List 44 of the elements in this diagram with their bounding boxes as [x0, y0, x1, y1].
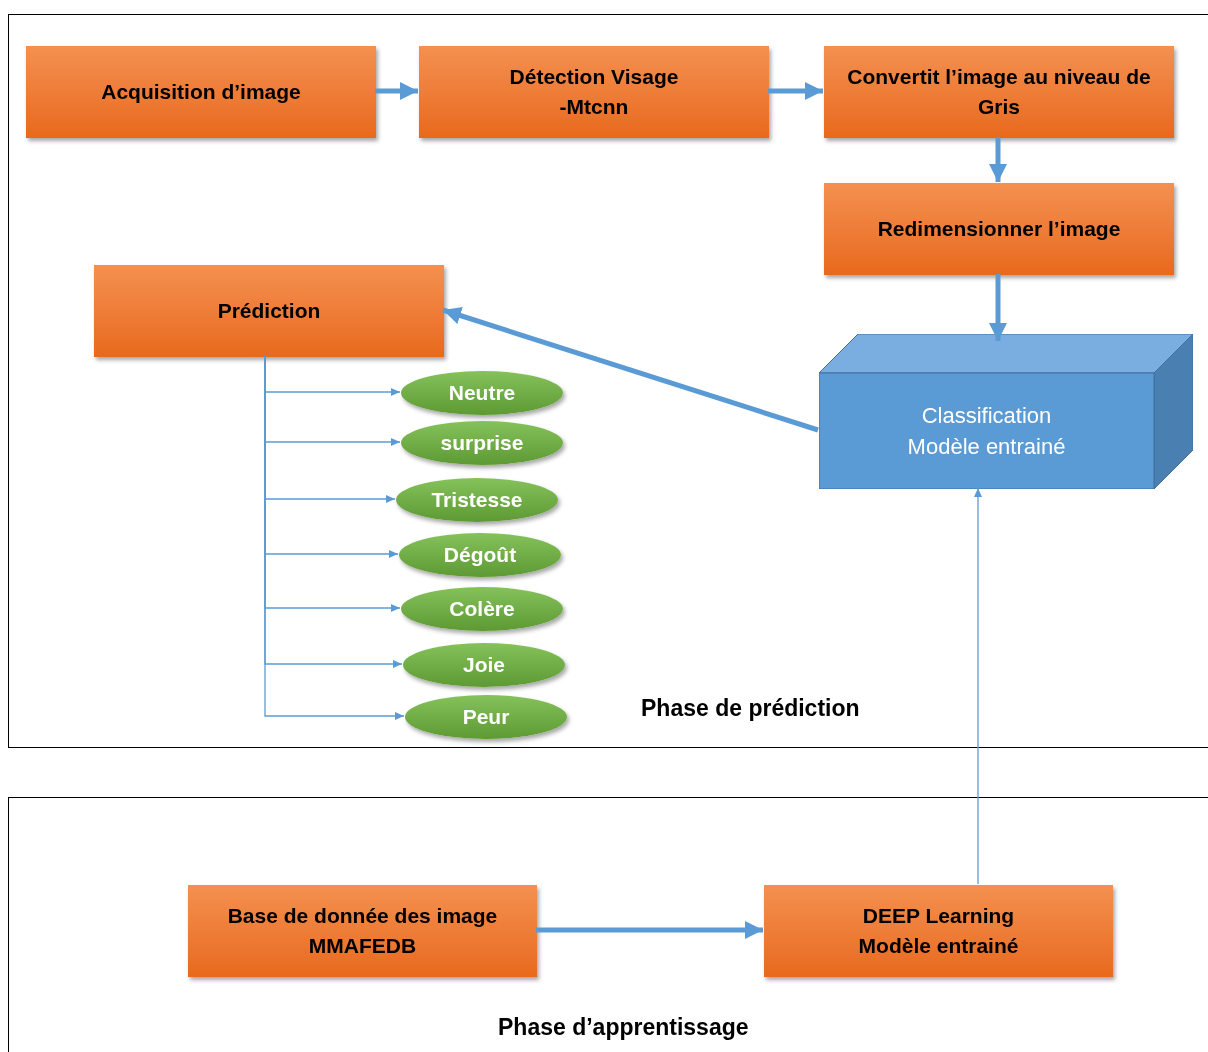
node-text: Prédiction — [217, 298, 321, 324]
node-text: Modèle entrainé — [858, 933, 1019, 959]
emotion-ellipse — [401, 371, 563, 415]
node-text: Acquisition d’image — [101, 79, 301, 105]
arrow — [989, 137, 1007, 182]
node-text: Tristesse — [431, 487, 523, 514]
node-text: MMAFEDB — [308, 933, 417, 959]
node-text: Colère — [449, 596, 515, 623]
phase-frame — [8, 14, 1208, 748]
process-box — [764, 885, 1113, 977]
arrow — [536, 921, 763, 939]
node-text: Neutre — [448, 380, 516, 407]
node-text: Modèle entrainé — [907, 433, 1066, 461]
node-text: Détection Visage — [509, 64, 679, 90]
process-box — [188, 885, 537, 977]
node-text: DEEP Learning — [862, 903, 1015, 929]
emotion-ellipse — [401, 421, 563, 465]
arrow — [768, 82, 823, 100]
node-text: Classification — [921, 402, 1052, 430]
emotion-ellipse — [399, 533, 561, 577]
process-box — [26, 46, 376, 138]
node-text: Joie — [463, 652, 505, 679]
phase-title: Phase d’apprentissage — [498, 1013, 749, 1042]
process-box — [824, 183, 1174, 275]
node-text: Peur — [462, 704, 510, 731]
emotion-ellipse — [405, 695, 567, 739]
process-box — [94, 265, 444, 357]
node-text: -Mtcnn — [559, 94, 629, 120]
arrow — [375, 82, 418, 100]
node-text: Base de donnée des image — [227, 903, 498, 929]
process-box — [824, 46, 1174, 138]
process-box — [419, 46, 769, 138]
node-text: Convertit l’image au niveau de Gris — [846, 64, 1152, 120]
emotion-ellipse — [401, 587, 563, 631]
emotion-ellipse — [396, 478, 558, 522]
node-text: surprise — [440, 430, 524, 457]
arrow — [974, 487, 982, 885]
arrow — [442, 306, 819, 433]
node-text: Redimensionner l’image — [877, 216, 1121, 242]
arrow — [989, 274, 1007, 341]
phase-title: Phase de prédiction — [641, 694, 860, 723]
emotion-ellipse — [403, 643, 565, 687]
phase-frame — [8, 797, 1208, 1052]
node-text: Dégoût — [443, 542, 517, 569]
